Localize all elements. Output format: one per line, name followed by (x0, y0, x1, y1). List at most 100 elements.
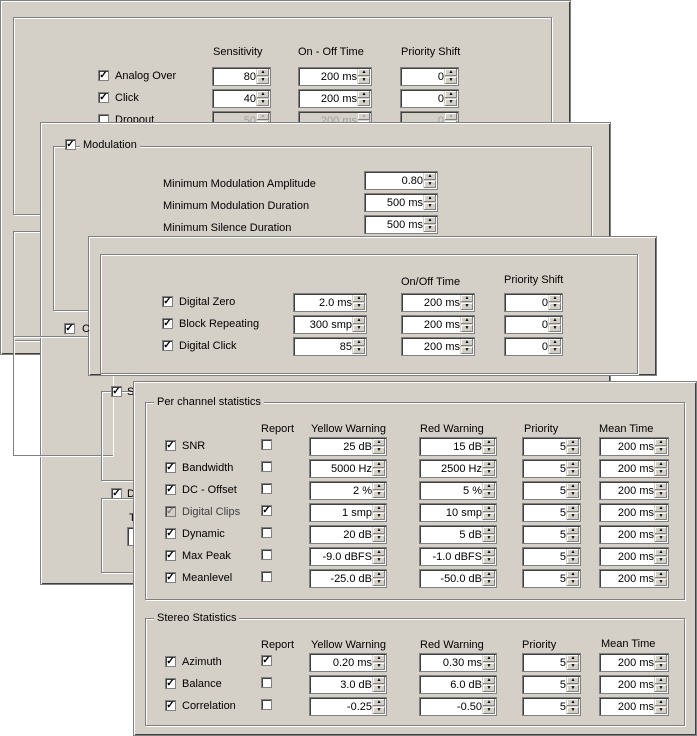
spin-down-icon[interactable] (257, 77, 269, 84)
spin-down-icon[interactable] (373, 513, 385, 520)
spin-up-icon[interactable] (461, 339, 473, 346)
spin-down-icon[interactable] (483, 579, 495, 586)
spin-up-icon[interactable] (461, 295, 473, 302)
spin-up-icon[interactable] (373, 655, 385, 662)
spin-down-icon[interactable] (373, 447, 385, 454)
spin-up-icon[interactable] (567, 549, 579, 556)
spin-up-icon[interactable] (373, 483, 385, 490)
spin-up-icon[interactable] (353, 295, 365, 302)
block-repeating-onoff-spinner[interactable]: 200 ms (401, 315, 475, 334)
spin-up-icon[interactable] (567, 655, 579, 662)
bandwidth-checkbox[interactable]: ✓ (165, 462, 176, 473)
max-peak-priority-spinner[interactable]: 5 (522, 547, 581, 566)
meanlevel-priority-spinner[interactable]: 5 (522, 569, 581, 588)
azimuth-checkbox[interactable]: ✓ (165, 656, 176, 667)
spin-up-icon[interactable] (483, 483, 495, 490)
digital-click-value-spinner[interactable]: 85 (293, 337, 367, 356)
azimuth-mean-time-spinner[interactable]: 200 ms (599, 653, 669, 672)
spin-up-icon[interactable] (483, 571, 495, 578)
spin-down-icon[interactable] (483, 513, 495, 520)
spin-down-icon[interactable] (373, 557, 385, 564)
digital-click-onoff-spinner[interactable]: 200 ms (401, 337, 475, 356)
spin-up-icon[interactable] (483, 677, 495, 684)
digital-click-checkbox[interactable]: ✓ (162, 340, 173, 351)
digital-zero-checkbox[interactable]: ✓ (162, 296, 173, 307)
balance-priority-spinner[interactable]: 5 (522, 675, 581, 694)
snr-red-warning-spinner[interactable]: 15 dB (419, 437, 497, 456)
partial-c-checkbox[interactable]: ✓ (64, 323, 75, 334)
spin-up-icon[interactable] (655, 549, 667, 556)
spin-up-icon[interactable] (373, 699, 385, 706)
max-peak-yellow-warning-spinner[interactable]: -9.0 dBFS (309, 547, 387, 566)
spin-up-icon[interactable] (655, 571, 667, 578)
spin-up-icon[interactable] (373, 549, 385, 556)
spin-up-icon[interactable] (483, 505, 495, 512)
spin-up-icon[interactable] (424, 217, 436, 224)
spin-up-icon[interactable] (257, 113, 269, 120)
modulation-checkbox[interactable]: ✓ (65, 139, 76, 150)
spin-up-icon[interactable] (655, 677, 667, 684)
digital-zero-onoff-spinner[interactable]: 200 ms (401, 293, 475, 312)
spin-up-icon[interactable] (567, 483, 579, 490)
max-peak-red-warning-spinner[interactable]: -1.0 dBFS (419, 547, 497, 566)
spin-up-icon[interactable] (655, 527, 667, 534)
spin-down-icon[interactable] (445, 99, 457, 106)
spin-down-icon[interactable] (567, 535, 579, 542)
spin-up-icon[interactable] (655, 699, 667, 706)
spin-up-icon[interactable] (358, 69, 370, 76)
spin-down-icon[interactable] (483, 491, 495, 498)
dynamic-mean-time-spinner[interactable]: 200 ms (599, 525, 669, 544)
spin-down-icon[interactable] (549, 325, 561, 332)
dynamic-yellow-warning-spinner[interactable]: 20 dB (309, 525, 387, 544)
spin-up-icon[interactable] (373, 527, 385, 534)
spin-down-icon[interactable] (353, 347, 365, 354)
dynamic-report-checkbox[interactable] (261, 527, 272, 538)
spin-up-icon[interactable] (483, 439, 495, 446)
spin-up-icon[interactable] (567, 439, 579, 446)
spin-down-icon[interactable] (358, 77, 370, 84)
spin-down-icon[interactable] (483, 685, 495, 692)
spin-down-icon[interactable] (567, 557, 579, 564)
click-onoff-spinner[interactable]: 200 ms (298, 89, 372, 108)
bandwidth-yellow-warning-spinner[interactable]: 5000 Hz (309, 459, 387, 478)
spin-down-icon[interactable] (549, 347, 561, 354)
spin-down-icon[interactable] (483, 663, 495, 670)
spin-up-icon[interactable] (655, 505, 667, 512)
analog-over-checkbox[interactable]: ✓ (98, 70, 109, 81)
click-priority-spinner[interactable]: 0 (400, 89, 459, 108)
block-repeating-priority-spinner[interactable]: 0 (504, 315, 563, 334)
correlation-mean-time-spinner[interactable]: 200 ms (599, 697, 669, 716)
correlation-checkbox[interactable]: ✓ (165, 700, 176, 711)
spin-down-icon[interactable] (373, 579, 385, 586)
partial-s-checkbox[interactable]: ✓ (111, 386, 122, 397)
spin-up-icon[interactable] (483, 699, 495, 706)
spin-up-icon[interactable] (549, 295, 561, 302)
analog-over-priority-spinner[interactable]: 0 (400, 67, 459, 86)
spin-up-icon[interactable] (353, 339, 365, 346)
spin-down-icon[interactable] (567, 707, 579, 714)
min-silence-duration-spinner[interactable]: 500 ms (364, 215, 438, 234)
dc-offset-yellow-warning-spinner[interactable]: 2 % (309, 481, 387, 500)
digital-clips-red-warning-spinner[interactable]: 10 smp (419, 503, 497, 522)
spin-down-icon[interactable] (567, 685, 579, 692)
bandwidth-red-warning-spinner[interactable]: 2500 Hz (419, 459, 497, 478)
spin-down-icon[interactable] (655, 491, 667, 498)
dc-offset-checkbox[interactable]: ✓ (165, 484, 176, 495)
spin-up-icon[interactable] (461, 317, 473, 324)
digital-clips-checkbox[interactable]: ✓ (165, 506, 176, 517)
dynamic-red-warning-spinner[interactable]: 5 dB (419, 525, 497, 544)
spin-up-icon[interactable] (373, 439, 385, 446)
bandwidth-report-checkbox[interactable] (261, 461, 272, 472)
balance-red-warning-spinner[interactable]: 6.0 dB (419, 675, 497, 694)
dynamic-priority-spinner[interactable]: 5 (522, 525, 581, 544)
correlation-yellow-warning-spinner[interactable]: -0.25 (309, 697, 387, 716)
spin-down-icon[interactable] (461, 325, 473, 332)
snr-checkbox[interactable]: ✓ (165, 440, 176, 451)
spin-up-icon[interactable] (445, 91, 457, 98)
spin-down-icon[interactable] (483, 707, 495, 714)
azimuth-report-checkbox[interactable]: ✓ (261, 655, 272, 666)
spin-up-icon[interactable] (483, 527, 495, 534)
spin-up-icon[interactable] (549, 339, 561, 346)
spin-down-icon[interactable] (567, 447, 579, 454)
spin-up-icon[interactable] (424, 195, 436, 202)
